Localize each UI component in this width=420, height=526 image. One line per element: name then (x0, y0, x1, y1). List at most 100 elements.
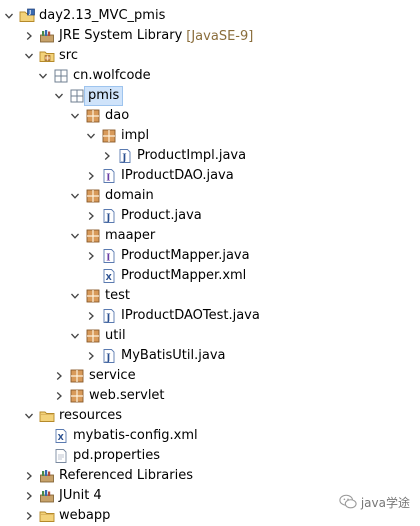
tree-item-package-service[interactable]: service (52, 366, 136, 386)
tree-item-file-mybatis-config[interactable]: mybatis-config.xml (36, 426, 198, 446)
package-label: dao (105, 108, 130, 123)
chevron-down-icon[interactable] (84, 128, 98, 144)
chevron-down-icon[interactable] (22, 408, 36, 424)
library-icon (39, 28, 55, 44)
wechat-icon (339, 494, 357, 509)
file-label: pd.properties (73, 448, 160, 463)
file-label: ProductImpl.java (137, 148, 247, 163)
chevron-down-icon[interactable] (2, 8, 16, 24)
chevron-right-icon[interactable] (22, 488, 36, 504)
tree-item-jre-library[interactable]: JRE System Library [JavaSE-9] (22, 26, 253, 46)
tree-item-file-iproductdaotest[interactable]: IProductDAOTest.java (84, 306, 260, 326)
source-folder-icon (39, 48, 55, 64)
chevron-right-icon[interactable] (22, 468, 36, 484)
file-label: IProductDAO.java (121, 168, 234, 183)
chevron-down-icon[interactable] (36, 68, 50, 84)
tree-item-package-cn-wolfcode[interactable]: cn.wolfcode (36, 66, 151, 86)
java-project-icon (19, 8, 35, 24)
junit-label: JUnit 4 (59, 488, 102, 503)
folder-icon (39, 408, 55, 424)
java-file-icon (101, 308, 117, 324)
xml-file-icon (101, 268, 117, 284)
chevron-right-icon[interactable] (100, 148, 114, 164)
tree-item-file-mybatisutil[interactable]: MyBatisUtil.java (84, 346, 225, 366)
tree-item-package-pmis[interactable]: pmis (52, 86, 124, 106)
package-label: cn.wolfcode (73, 68, 151, 83)
tree-item-package-maaper[interactable]: maaper (68, 226, 155, 246)
package-label: util (105, 328, 126, 343)
chevron-right-icon[interactable] (84, 308, 98, 324)
chevron-right-icon[interactable] (52, 368, 66, 384)
tree-item-file-product[interactable]: Product.java (84, 206, 202, 226)
file-label: MyBatisUtil.java (121, 348, 226, 363)
tree-item-file-productmapper-java[interactable]: ProductMapper.java (84, 246, 250, 266)
package-icon (69, 388, 85, 404)
chevron-down-icon[interactable] (68, 188, 82, 204)
file-label: mybatis-config.xml (73, 428, 198, 443)
tree-item-file-iproductdao[interactable]: IProductDAO.java (84, 166, 234, 186)
src-label: src (59, 48, 78, 63)
package-icon (85, 108, 101, 124)
folder-label: resources (59, 408, 123, 423)
tree-item-webapp[interactable]: webapp (22, 506, 110, 526)
tree-spacer (36, 428, 50, 444)
watermark: java学途 (339, 493, 410, 511)
tree-item-package-test[interactable]: test (68, 286, 130, 306)
file-label: ProductMapper.xml (121, 268, 247, 283)
package-label: impl (121, 128, 150, 143)
jre-library-label: JRE System Library (59, 28, 183, 43)
tree-spacer (84, 268, 98, 284)
chevron-down-icon[interactable] (68, 108, 82, 124)
tree-item-file-productimpl[interactable]: ProductImpl.java (100, 146, 246, 166)
folder-label: webapp (59, 508, 111, 523)
chevron-down-icon[interactable] (68, 228, 82, 244)
tree-item-package-dao[interactable]: dao (68, 106, 129, 126)
tree-item-file-productmapper-xml[interactable]: ProductMapper.xml (84, 266, 246, 286)
tree-item-resources[interactable]: resources (22, 406, 122, 426)
package-icon (101, 128, 117, 144)
referenced-libraries-label: Referenced Libraries (59, 468, 193, 483)
tree-item-project[interactable]: day2.13_MVC_pmis (2, 6, 165, 26)
jre-version-decoration: [JavaSE-9] (186, 28, 254, 44)
chevron-right-icon[interactable] (22, 28, 36, 44)
package-icon (69, 368, 85, 384)
library-icon (39, 468, 55, 484)
tree-item-package-util[interactable]: util (68, 326, 126, 346)
tree-item-package-web-servlet[interactable]: web.servlet (52, 386, 165, 406)
chevron-right-icon[interactable] (84, 248, 98, 264)
empty-package-icon (53, 68, 69, 84)
package-label: service (89, 368, 136, 383)
tree-item-file-pd-properties[interactable]: pd.properties (36, 446, 160, 466)
tree-item-referenced-libraries[interactable]: Referenced Libraries (22, 466, 193, 486)
package-icon (85, 228, 101, 244)
file-label: Product.java (121, 208, 202, 223)
chevron-right-icon[interactable] (52, 388, 66, 404)
package-label: domain (105, 188, 154, 203)
package-label: pmis (84, 86, 124, 106)
java-interface-icon (101, 168, 117, 184)
tree-item-src[interactable]: src (22, 46, 78, 66)
chevron-right-icon[interactable] (84, 208, 98, 224)
file-label: ProductMapper.java (121, 248, 250, 263)
chevron-down-icon[interactable] (52, 88, 66, 104)
chevron-down-icon[interactable] (68, 288, 82, 304)
chevron-right-icon[interactable] (84, 168, 98, 184)
chevron-down-icon[interactable] (68, 328, 82, 344)
text-file-icon (53, 448, 69, 464)
tree-item-junit[interactable]: JUnit 4 (22, 486, 102, 506)
tree-item-package-domain[interactable]: domain (68, 186, 154, 206)
chevron-right-icon[interactable] (84, 348, 98, 364)
chevron-right-icon[interactable] (22, 508, 36, 524)
tree-spacer (36, 448, 50, 464)
watermark-text: java学途 (360, 495, 410, 510)
java-file-icon (101, 348, 117, 364)
empty-package-icon (69, 88, 85, 104)
chevron-down-icon[interactable] (22, 48, 36, 64)
project-name: day2.13_MVC_pmis (39, 8, 166, 23)
package-label: maaper (105, 228, 156, 243)
tree-item-package-impl[interactable]: impl (84, 126, 149, 146)
xml-file-icon (53, 428, 69, 444)
library-icon (39, 488, 55, 504)
package-icon (85, 328, 101, 344)
